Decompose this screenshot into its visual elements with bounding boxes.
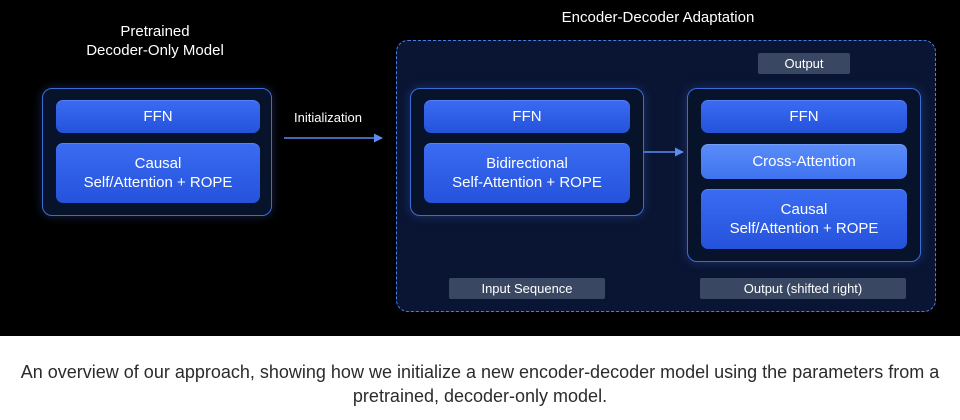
diagram: Pretrained Decoder-Only Model FFN Causal… <box>0 0 960 336</box>
encoder-ffn-block: FFN <box>424 100 630 133</box>
encoder-bidirectional-attention-block: Bidirectional Self-Attention + ROPE <box>424 143 630 203</box>
decoder-cross-attention-block: Cross-Attention <box>701 144 907 179</box>
arrows-layer <box>284 133 684 157</box>
pretrained-title: Pretrained Decoder-Only Model <box>86 23 224 59</box>
initialization-label: Initialization <box>294 110 362 125</box>
output-tag: Output <box>758 53 850 74</box>
input-sequence-tag: Input Sequence <box>449 278 605 299</box>
decoder-ffn-block: FFN <box>701 100 907 133</box>
output-shifted-tag: Output (shifted right) <box>700 278 906 299</box>
figure-caption: An overview of our approach, showing how… <box>20 362 940 406</box>
pretrained-causal-attention-block: Causal Self/Attention + ROPE <box>56 143 260 203</box>
pretrained-ffn-block: FFN <box>56 100 260 133</box>
adaptation-title: Encoder-Decoder Adaptation <box>561 9 755 26</box>
decoder-causal-attention-block: Causal Self/Attention + ROPE <box>701 189 907 249</box>
